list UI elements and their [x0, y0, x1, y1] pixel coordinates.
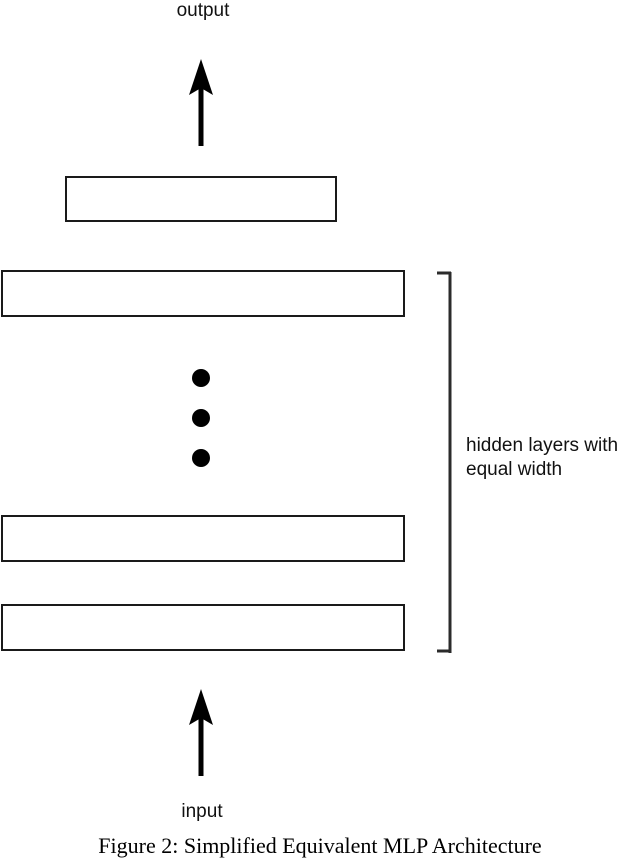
hidden-layers-label-line2: equal width: [466, 459, 563, 480]
output-arrow: [189, 59, 213, 146]
hidden-layers-label-line1: hidden layers with: [466, 435, 619, 456]
output-layer-box: [65, 176, 337, 222]
hidden-layer-box-fourth: [1, 604, 405, 651]
ellipsis-dot: [192, 449, 210, 467]
input-label: input: [181, 801, 223, 822]
hidden-layers-label: hidden layers with equal width: [466, 434, 640, 482]
input-arrow: [189, 689, 213, 776]
ellipsis-dot: [192, 409, 210, 427]
hidden-layers-bracket: [437, 271, 452, 653]
ellipsis-dot: [192, 369, 210, 387]
hidden-layer-box-top: [1, 270, 405, 317]
output-label: output: [176, 0, 230, 21]
hidden-layer-box-third: [1, 515, 405, 562]
figure-caption: Figure 2: Simplified Equivalent MLP Arch…: [98, 833, 542, 858]
